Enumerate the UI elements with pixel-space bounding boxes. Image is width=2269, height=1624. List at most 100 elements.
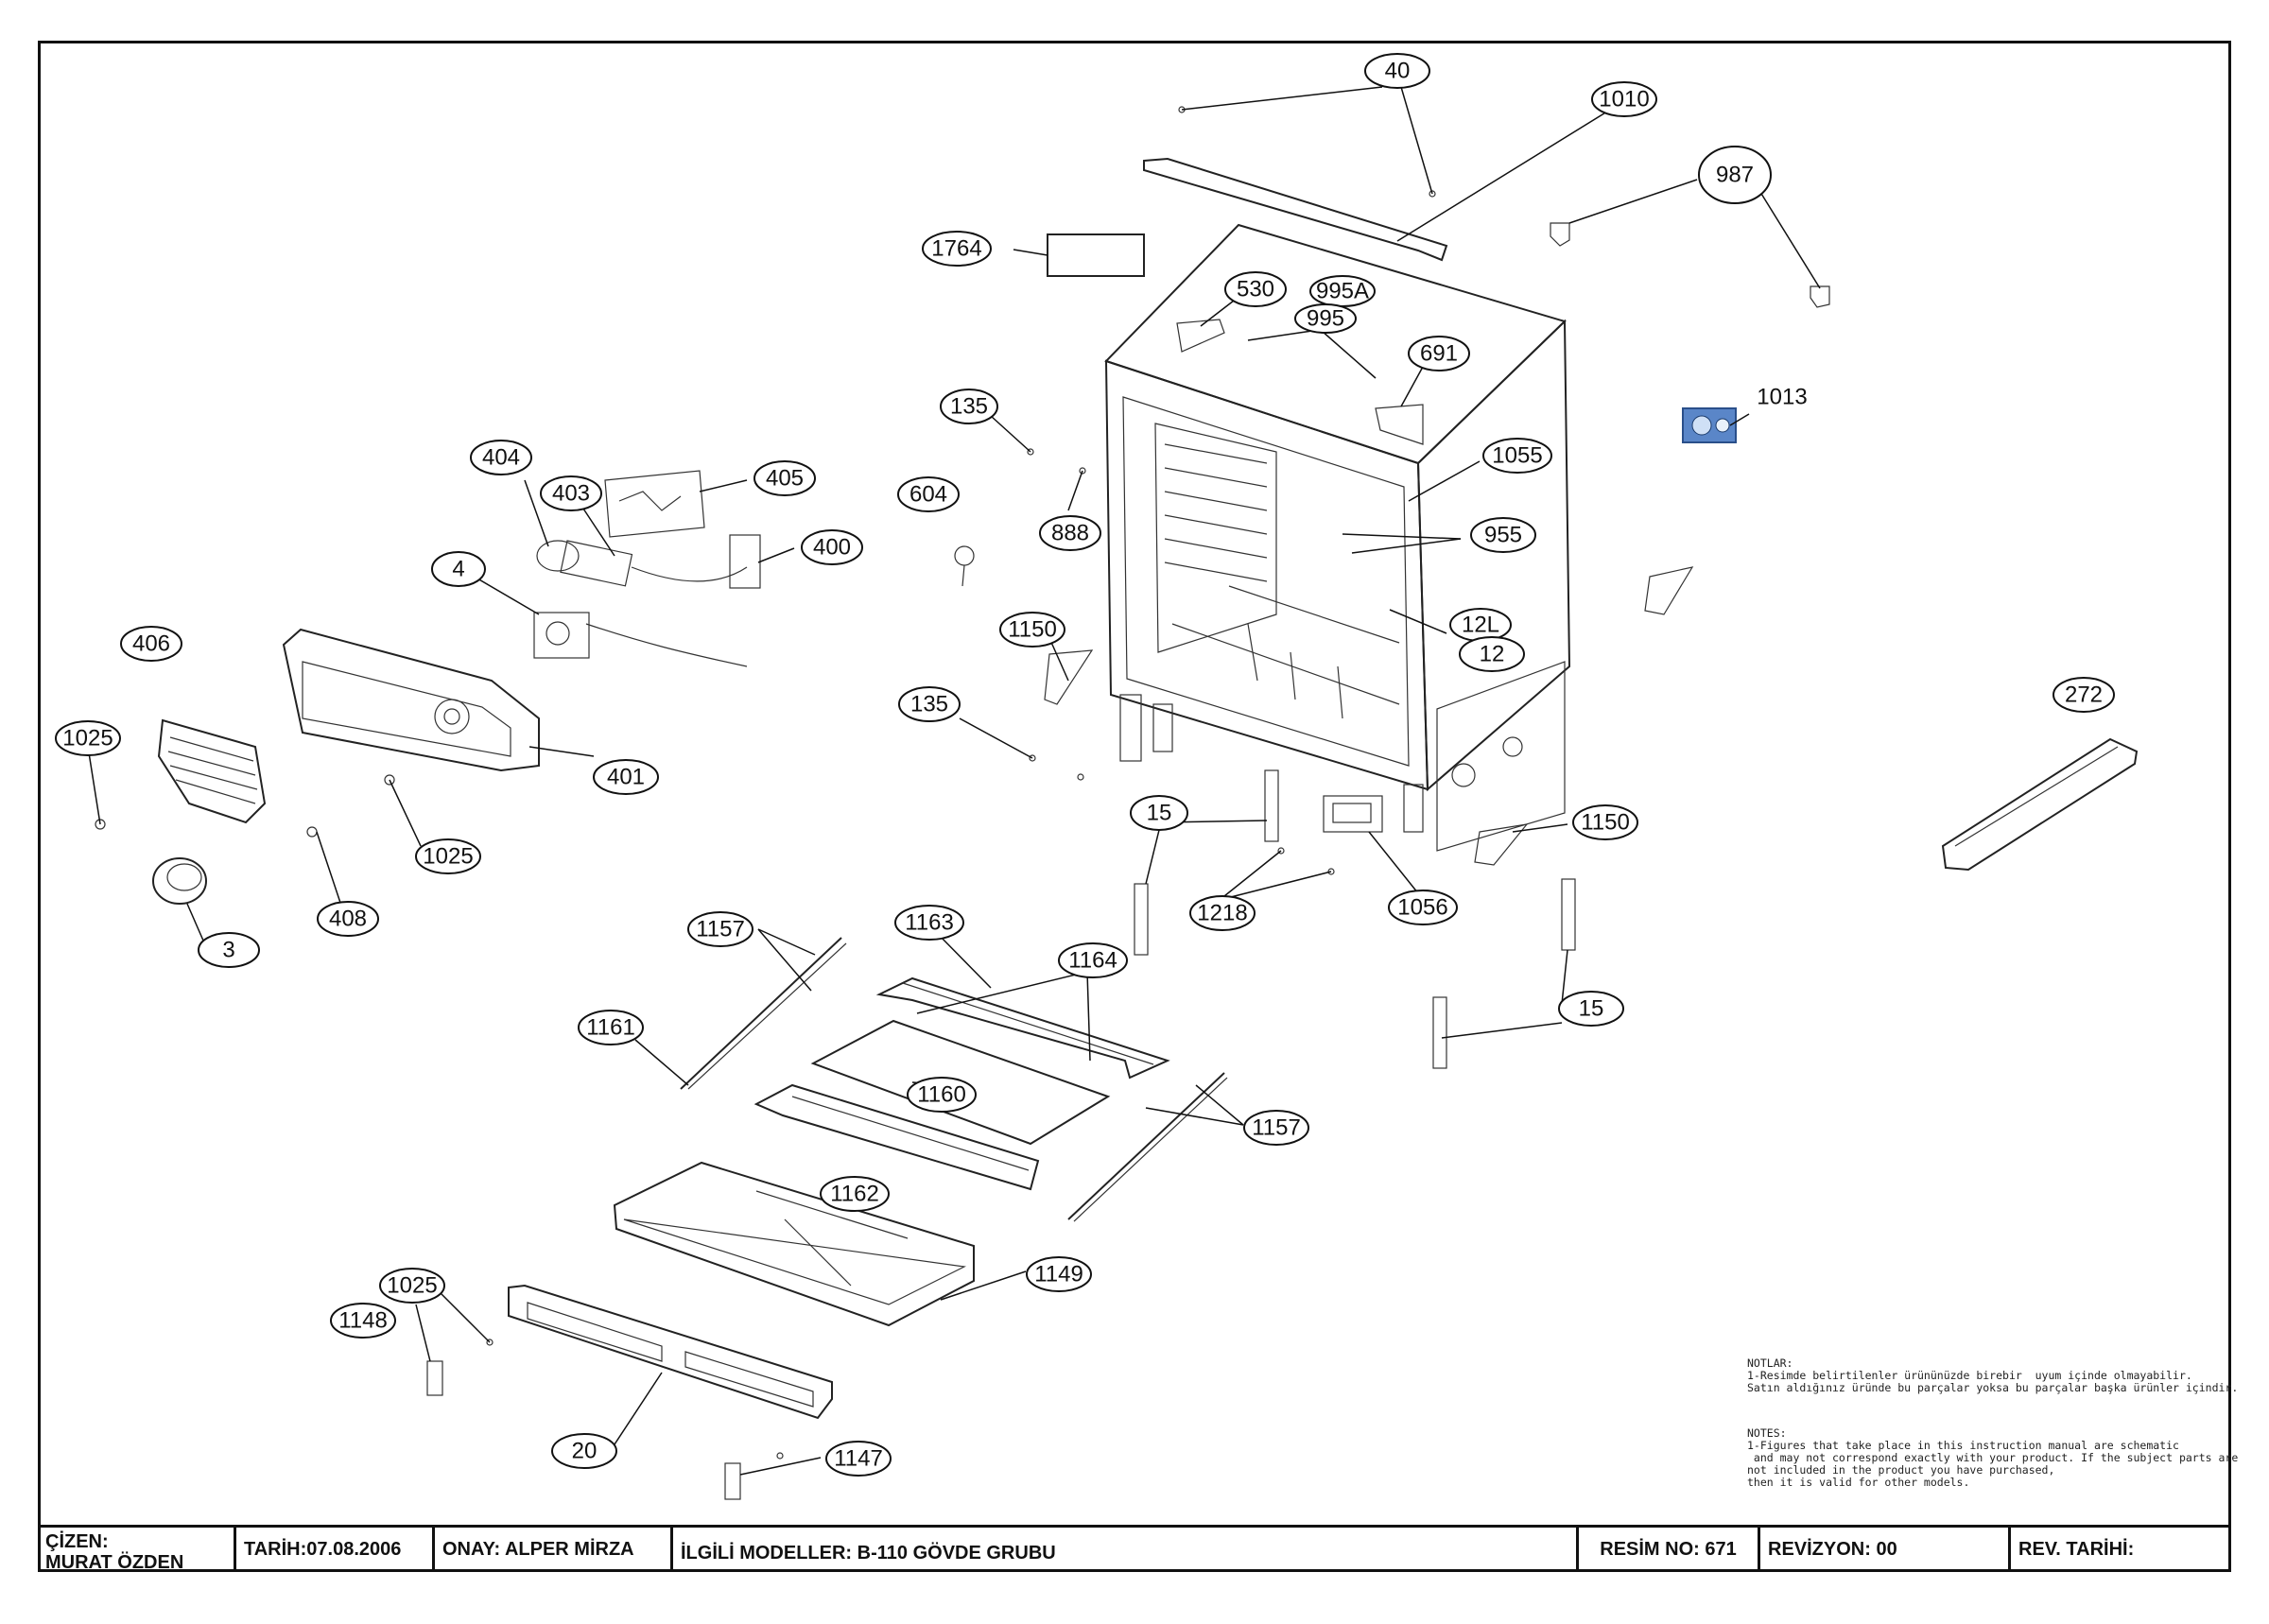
notes-en-line1: 1-Figures that take place in this instru…: [1747, 1439, 2179, 1452]
callout-1161: 1161: [578, 1010, 644, 1045]
callout-272: 272: [2052, 677, 2115, 713]
callout-label: 987: [1716, 163, 1754, 188]
callout-bubble: [55, 720, 121, 756]
models-cell: İLGİLİ MODELLER: B-110 GÖVDE GRUBU: [673, 1528, 1579, 1572]
callout-label: 1163: [905, 910, 954, 936]
callout-bubble: [1189, 895, 1256, 931]
callout-label: 1150: [1581, 810, 1630, 836]
lamp-cover-406: [157, 718, 267, 824]
callout-bubble: [415, 838, 481, 874]
callout-bubble: [687, 911, 753, 947]
callout-label: 135: [910, 692, 948, 717]
notes-en-line4: then it is valid for other models.: [1747, 1476, 1970, 1489]
title-block: ÇİZEN: MURAT ÖZDEN TARİH:07.08.2006 ONAY…: [38, 1525, 2231, 1573]
callout-bubble: [1572, 804, 1638, 840]
callout-label: 401: [607, 765, 645, 790]
leader-lines: [87, 86, 1821, 1476]
date-cell: TARİH:07.08.2006: [236, 1528, 435, 1572]
callout-bubble: [1058, 942, 1128, 978]
callout-label: 1162: [830, 1182, 879, 1207]
callout-bubble: [198, 932, 260, 968]
knob-3: [152, 857, 207, 905]
callout-label: 20: [572, 1439, 598, 1464]
callout-20: 20: [551, 1433, 617, 1469]
notes-en-heading: NOTES:: [1747, 1426, 1787, 1440]
approved-cell: ONAY: ALPER MİRZA: [435, 1528, 673, 1572]
cabinet-body: [1104, 223, 1571, 852]
callout-bubble: [593, 759, 659, 795]
callout-bubble: [1408, 336, 1470, 371]
callout-1025a: 1025: [55, 720, 121, 756]
callout-955: 955: [1470, 517, 1536, 553]
callout-label: 1148: [338, 1308, 388, 1334]
notes-tr-heading: NOTLAR:: [1747, 1356, 1793, 1370]
callout-bubble: [825, 1441, 892, 1477]
callout-bubble: [898, 686, 961, 722]
callout-bubble: [1482, 438, 1552, 474]
part-1013-badge: [1682, 407, 1737, 443]
callout-bubble: [1224, 271, 1287, 307]
callout-15a: 15: [1130, 795, 1188, 831]
callout-label: 12: [1480, 642, 1505, 667]
callout-label: 4: [452, 557, 464, 582]
callout-label: 403: [552, 481, 590, 507]
callout-bubble: [379, 1268, 445, 1304]
control-panel-401: [282, 628, 540, 772]
callout-label: 1160: [917, 1082, 966, 1108]
callout-401: 401: [593, 759, 659, 795]
callout-bubble: [922, 231, 992, 267]
callout-bubble: [894, 905, 964, 941]
callout-1056: 1056: [1388, 890, 1458, 925]
callout-135a: 135: [940, 389, 998, 424]
callout-label: 3: [222, 938, 234, 963]
callout-995A: 995A: [1309, 275, 1376, 307]
callout-bubble: [2052, 677, 2115, 713]
callout-label: 1013: [1757, 385, 1807, 410]
callout-1055: 1055: [1482, 438, 1552, 474]
callout-888: 888: [1039, 515, 1101, 551]
callout-12L: 12L: [1449, 608, 1512, 642]
callout-4: 4: [431, 551, 486, 587]
callout-bubble: [1591, 81, 1657, 117]
callout-1218: 1218: [1189, 895, 1256, 931]
callout-label: 995A: [1316, 279, 1369, 304]
callout-label: 15: [1579, 996, 1604, 1022]
callout-bubble: [1039, 515, 1101, 551]
callout-1157b: 1157: [1243, 1110, 1309, 1146]
grille-20: [508, 1284, 833, 1420]
callout-bubble: [120, 626, 182, 662]
callout-label: 400: [813, 535, 851, 561]
callout-label: 40: [1385, 59, 1411, 84]
callout-691: 691: [1408, 336, 1470, 371]
callout-bubble: [1558, 991, 1624, 1027]
callout-987: 987: [1698, 146, 1772, 204]
callout-label: 135: [950, 394, 988, 420]
drawing-number-cell: RESİM NO: 671: [1579, 1528, 1760, 1572]
door-rail-272: [1941, 737, 2139, 872]
callout-bubble: [330, 1303, 396, 1339]
callout-bubble: [551, 1433, 617, 1469]
callout-15b: 15: [1558, 991, 1624, 1027]
callout-label: 1010: [1599, 87, 1649, 112]
callout-1160: 1160: [907, 1077, 977, 1113]
callout-400: 400: [801, 529, 863, 565]
notes-english: NOTES: 1-Figures that take place in this…: [1747, 1427, 2238, 1489]
callout-bubble: [1026, 1256, 1092, 1292]
revision-date-cell: REV. TARİHİ:: [2018, 1539, 2135, 1560]
feet-15: [1134, 769, 1576, 1069]
callout-label: 1147: [834, 1446, 883, 1472]
callout-bubble: [1364, 53, 1430, 89]
notes-tr-line2: Satın aldığınız üründe bu parçalar yoksa…: [1747, 1381, 2239, 1394]
callout-404: 404: [470, 440, 532, 475]
notes-turkish: NOTLAR: 1-Resimde belirtilenler ürününüz…: [1747, 1357, 2238, 1394]
callout-label: 691: [1420, 341, 1458, 367]
callout-40: 40: [1364, 53, 1430, 89]
callout-1025c: 1025: [379, 1268, 445, 1304]
callout-403: 403: [540, 475, 602, 511]
revision-cell: REVİZYON: 00: [1760, 1528, 2011, 1572]
callout-label: 15: [1147, 801, 1172, 826]
callout-1150b: 1150: [1572, 804, 1638, 840]
callout-bubble: [820, 1176, 890, 1212]
